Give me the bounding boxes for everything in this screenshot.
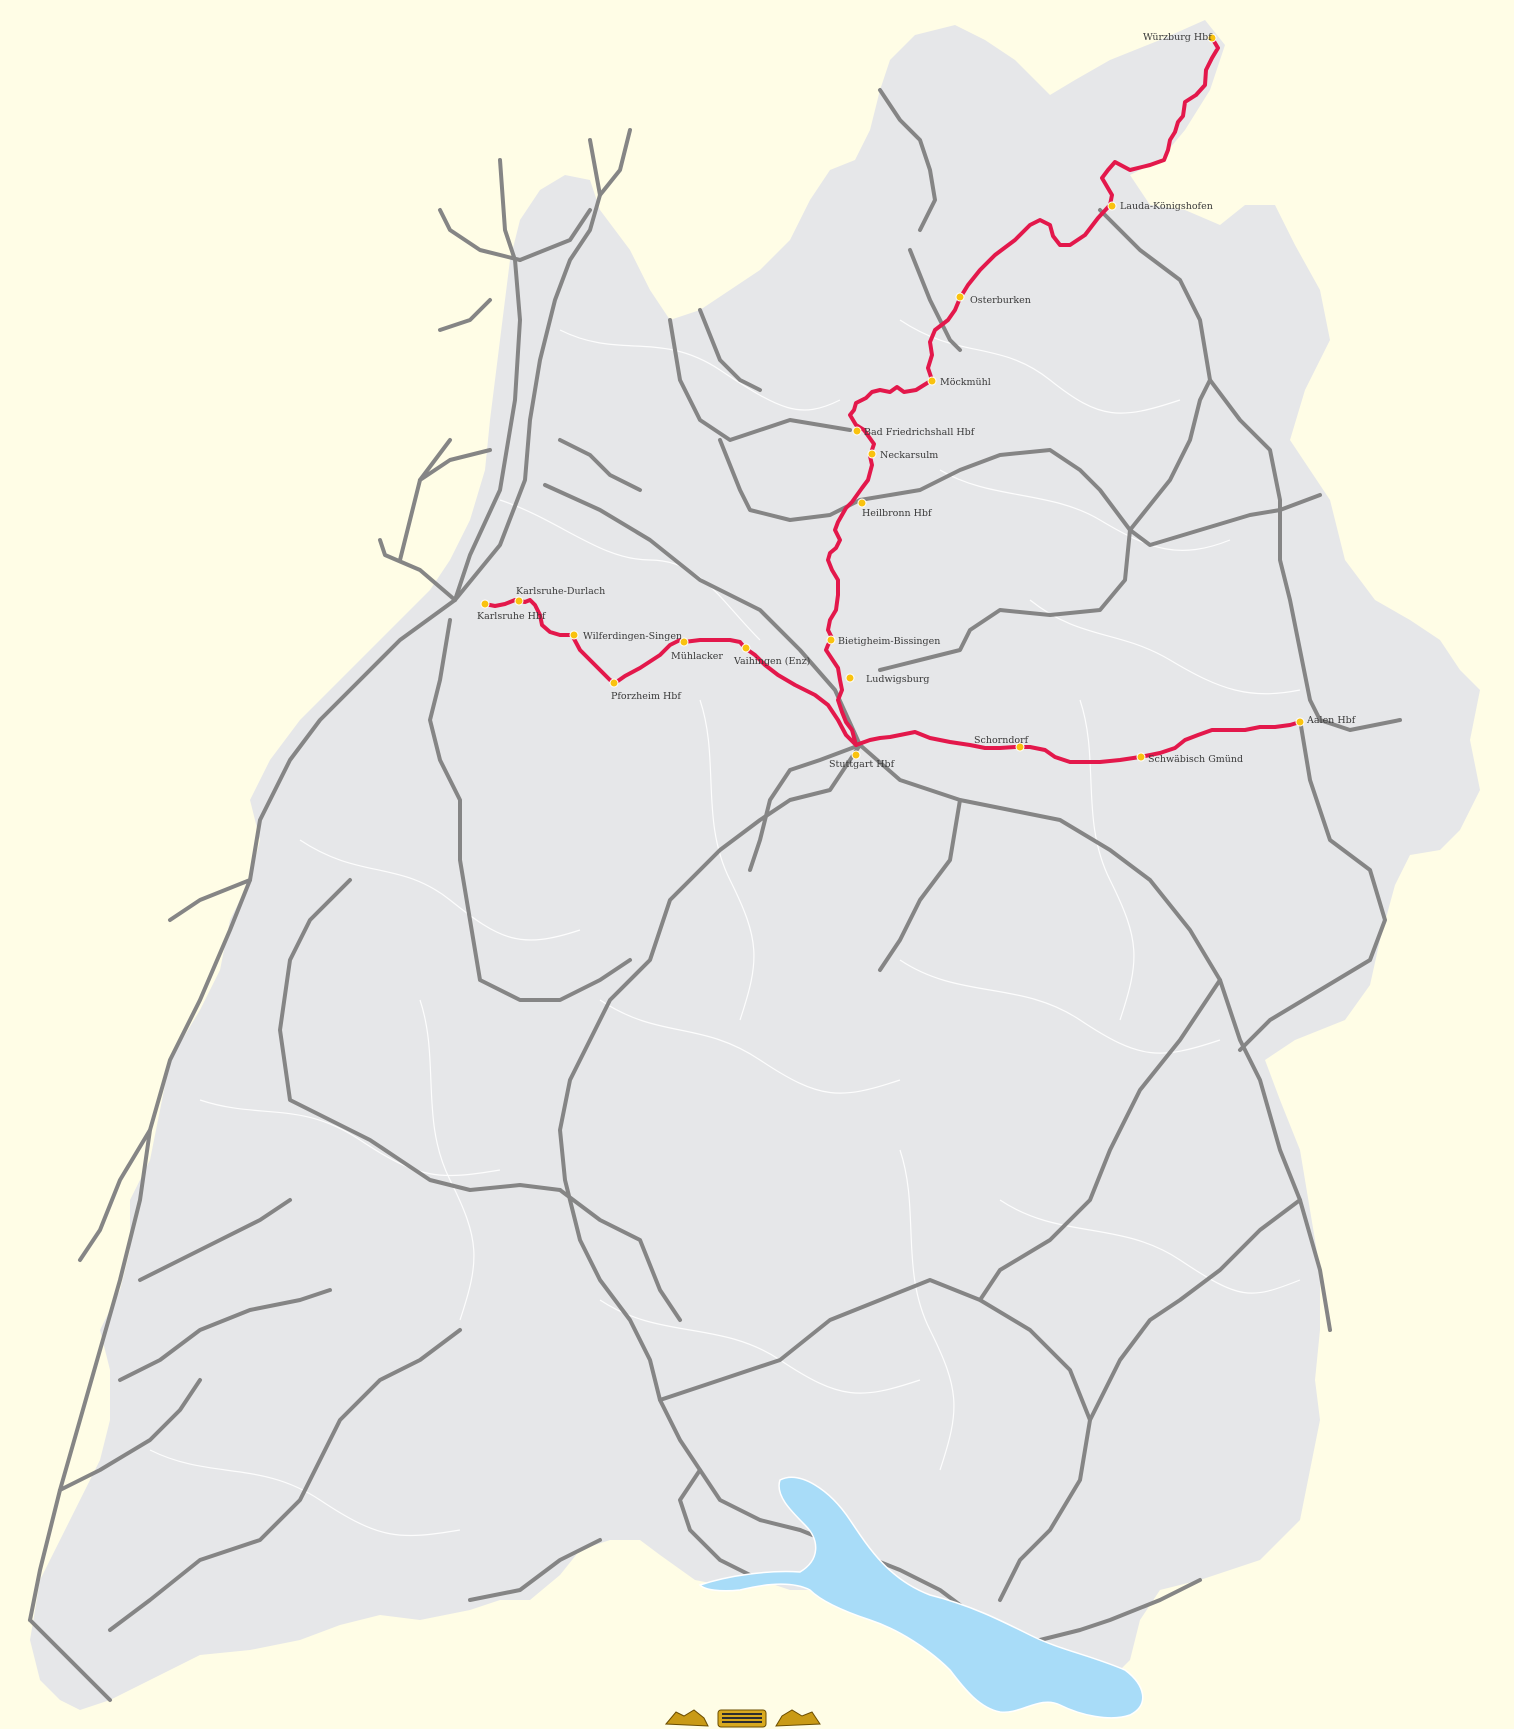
stations: Würzburg Hbf Lauda-Königshofen Osterburk… [477, 32, 1357, 770]
station-lauda-koenigshofen[interactable]: Lauda-Königshofen [1107, 201, 1213, 212]
station-karlsruhe-durlach[interactable]: Karlsruhe-Durlach [514, 586, 605, 606]
station-label: Schorndorf [974, 735, 1030, 746]
station-osterburken[interactable]: Osterburken [955, 292, 1031, 306]
station-label: Mühlacker [671, 651, 723, 662]
station-wilferdingen-singen[interactable]: Wilferdingen-Singen [569, 630, 682, 642]
state-area [30, 20, 1480, 1710]
station-label: Neckarsulm [880, 450, 938, 461]
station-stuttgart-hbf[interactable]: Stuttgart Hbf [829, 750, 896, 770]
station-vaihingen-enz[interactable]: Vaihingen (Enz) [733, 643, 810, 667]
station-ludwigsburg[interactable]: Ludwigsburg [845, 673, 929, 685]
station-label: Vaihingen (Enz) [733, 656, 810, 667]
station-label: Osterburken [970, 295, 1031, 306]
station-label: Karlsruhe Hbf [477, 611, 547, 622]
station-label: Schwäbisch Gmünd [1148, 754, 1243, 765]
station-karlsruhe-hbf[interactable]: Karlsruhe Hbf [477, 599, 547, 622]
station-label: Bietigheim-Bissingen [838, 636, 940, 647]
station-heilbronn-hbf[interactable]: Heilbronn Hbf [857, 498, 933, 519]
station-label: Stuttgart Hbf [829, 759, 896, 770]
station-schwaebisch-gmuend[interactable]: Schwäbisch Gmünd [1136, 752, 1243, 765]
district-boundaries [149, 319, 1301, 1537]
station-label: Bad Friedrichshall Hbf [864, 427, 976, 438]
station-bad-friedrichshall-hbf[interactable]: Bad Friedrichshall Hbf [852, 426, 976, 438]
station-label: Lauda-Königshofen [1120, 201, 1213, 212]
station-label: Karlsruhe-Durlach [516, 586, 605, 597]
station-label: Heilbronn Hbf [862, 508, 933, 519]
station-aalen-hbf[interactable]: Aalen Hbf [1295, 715, 1357, 727]
station-label: Ludwigsburg [866, 674, 929, 685]
station-label: Würzburg Hbf [1143, 32, 1213, 43]
highlighted-route [483, 36, 1302, 764]
station-label: Aalen Hbf [1306, 715, 1357, 726]
station-schorndorf[interactable]: Schorndorf [974, 735, 1030, 752]
coat-of-arms-emblem [664, 1709, 821, 1728]
station-moeckmuehl[interactable]: Möckmühl [927, 376, 991, 388]
station-pforzheim-hbf[interactable]: Pforzheim Hbf [609, 678, 682, 702]
railway-network [28, 88, 1402, 1702]
station-muehlacker[interactable]: Mühlacker [671, 637, 723, 662]
station-label: Möckmühl [940, 377, 991, 388]
station-bietigheim-bissingen[interactable]: Bietigheim-Bissingen [826, 635, 940, 647]
station-label: Pforzheim Hbf [611, 691, 682, 702]
station-neckarsulm[interactable]: Neckarsulm [867, 449, 938, 461]
station-wuerzburg-hbf[interactable]: Würzburg Hbf [1143, 32, 1217, 43]
station-label: Wilferdingen-Singen [583, 631, 682, 642]
lake-constance [698, 1476, 1144, 1719]
